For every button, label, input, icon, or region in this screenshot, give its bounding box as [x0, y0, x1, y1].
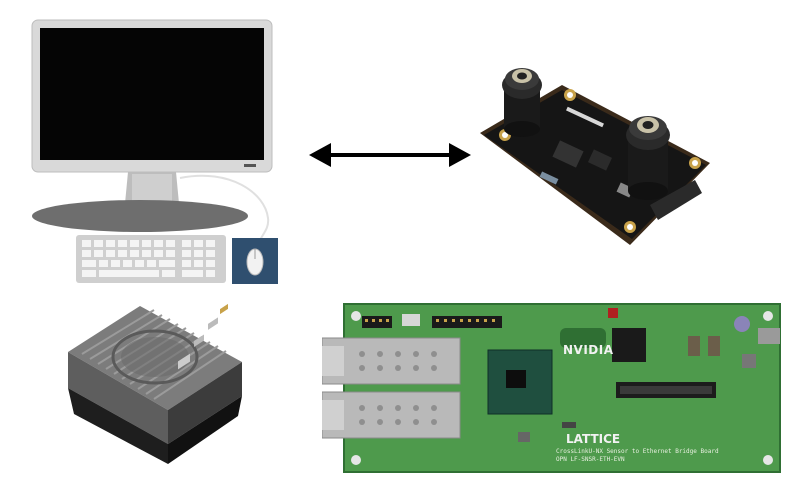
bridge-board-icon	[322, 302, 782, 474]
nvidia-logo-text: NVIDIA	[563, 343, 614, 357]
compute-module-icon	[60, 292, 250, 482]
lattice-logo-text: LATTICE	[566, 432, 621, 446]
board-caption-line2: OPN LF-SNSR-ETH-EVN	[556, 456, 625, 463]
board-caption-line1: CrossLinkU-NX Sensor to Ethernet Bridge …	[556, 448, 719, 455]
stereo-camera-icon	[470, 55, 720, 250]
desktop-computer-icon	[30, 18, 290, 288]
bidirectional-arrow-icon	[305, 138, 475, 172]
